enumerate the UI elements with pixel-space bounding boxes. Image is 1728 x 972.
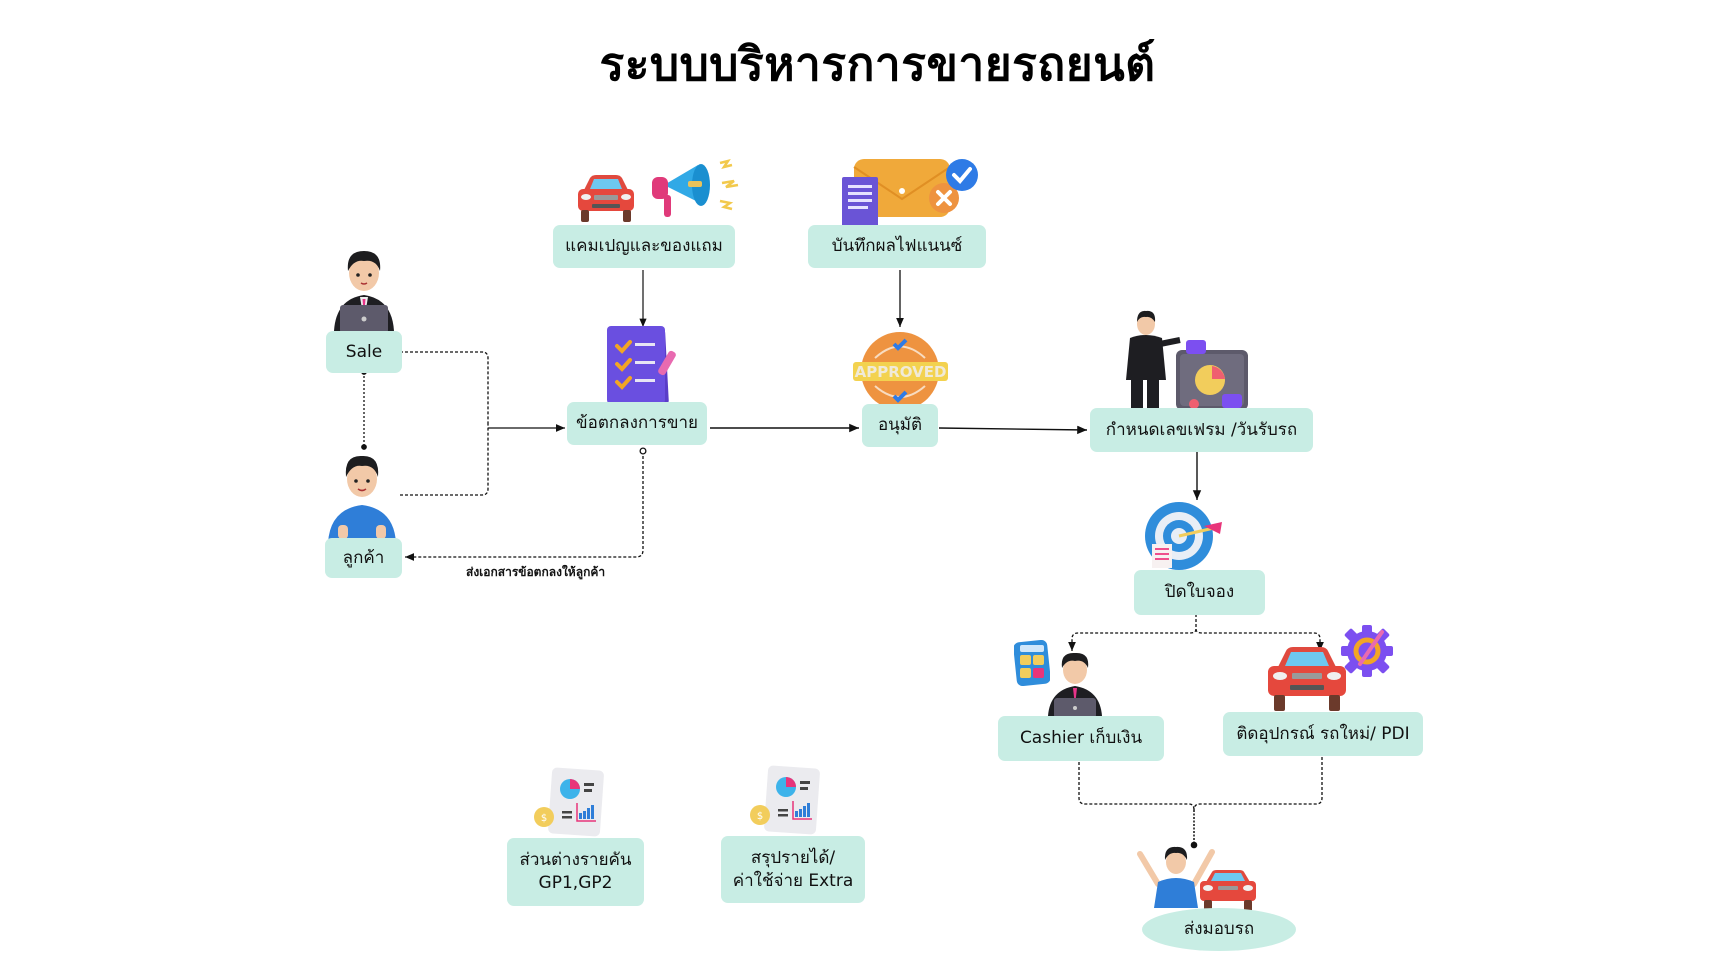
edge-close-to-cashier	[1068, 614, 1197, 651]
edge-approve-to-frame	[938, 425, 1088, 435]
checklist-icon	[607, 326, 676, 408]
node-frame-number-label: กำหนดเลขเฟรม /วันรับรถ	[1105, 419, 1298, 440]
salesperson-icon	[334, 251, 394, 331]
node-approve-label: อนุมัติ	[877, 415, 923, 436]
cashier-icon	[1048, 652, 1102, 716]
node-close-booking-label: ปิดใบจอง	[1164, 582, 1235, 603]
node-extra-summary[interactable]: สรุปรายได้/ ค่าใช้จ่าย Extra	[721, 836, 865, 903]
delivery-person-icon	[1137, 846, 1215, 908]
gear-wrench-icon	[1341, 625, 1393, 677]
svg-text:$: $	[757, 811, 763, 822]
edge-sale-to-merge	[400, 351, 489, 423]
node-customer-label: ลูกค้า	[342, 547, 385, 568]
edge-pdi-to-merge	[1193, 757, 1323, 811]
node-cashier-label: Cashier เก็บเงิน	[1019, 728, 1143, 749]
node-frame-number[interactable]: กำหนดเลขเฟรม /วันรับรถ	[1090, 408, 1313, 452]
node-cashier[interactable]: Cashier เก็บเงิน	[998, 716, 1164, 761]
node-campaign-label: แคมเปญและของแถม	[565, 236, 723, 257]
customer-icon	[328, 455, 396, 543]
approved-stamp-icon: APPROVED	[853, 330, 948, 412]
node-gp-difference-label: ส่วนต่างรายคัน GP1,GP2	[519, 850, 632, 893]
report-icon: $	[750, 765, 820, 835]
finance-envelope-icon	[842, 159, 978, 229]
edge-label-send-docs: ส่งเอกสารข้อตกลงให้ลูกค้า	[466, 565, 606, 579]
pdi-car-icon	[1268, 647, 1346, 711]
node-agreement-label: ข้อตกลงการขาย	[576, 413, 698, 434]
edge-cashier-to-merge	[1078, 762, 1195, 811]
page-title: ระบบบริหารการขายรถยนต์	[599, 37, 1156, 91]
node-agreement[interactable]: ข้อตกลงการขาย	[567, 402, 707, 445]
node-pdi[interactable]: ติดอุปกรณ์ รถใหม่/ PDI	[1223, 712, 1423, 756]
presenter-icon	[1126, 310, 1248, 410]
node-delivery-label: ส่งมอบรถ	[1183, 919, 1255, 940]
node-sale-label: Sale	[345, 341, 383, 362]
edge-agreement-to-customer	[405, 447, 647, 561]
node-extra-summary-label: สรุปรายได้/ ค่าใช้จ่าย Extra	[732, 847, 854, 891]
node-customer[interactable]: ลูกค้า	[325, 538, 402, 578]
megaphone-icon	[652, 159, 739, 217]
edge-customer-to-merge	[400, 423, 489, 496]
target-icon	[1145, 502, 1222, 570]
node-delivery[interactable]: ส่งมอบรถ	[1142, 908, 1296, 951]
node-finance-label: บันทึกผลไฟแนนซ์	[831, 236, 963, 257]
approved-stamp-text: APPROVED	[855, 363, 947, 381]
node-close-booking[interactable]: ปิดใบจอง	[1134, 570, 1265, 615]
node-sale[interactable]: Sale	[326, 331, 402, 373]
node-gp-difference[interactable]: ส่วนต่างรายคัน GP1,GP2	[507, 838, 644, 906]
svg-text:$: $	[541, 813, 547, 824]
car-icon	[578, 175, 634, 222]
node-pdi-label: ติดอุปกรณ์ รถใหม่/ PDI	[1236, 723, 1410, 744]
node-campaign[interactable]: แคมเปญและของแถม	[553, 225, 735, 268]
delivery-car-icon	[1200, 870, 1256, 912]
node-finance[interactable]: บันทึกผลไฟแนนซ์	[808, 225, 986, 268]
calculator-icon	[1014, 640, 1050, 686]
report-icon: $	[534, 767, 604, 837]
node-approve[interactable]: อนุมัติ	[862, 404, 938, 447]
